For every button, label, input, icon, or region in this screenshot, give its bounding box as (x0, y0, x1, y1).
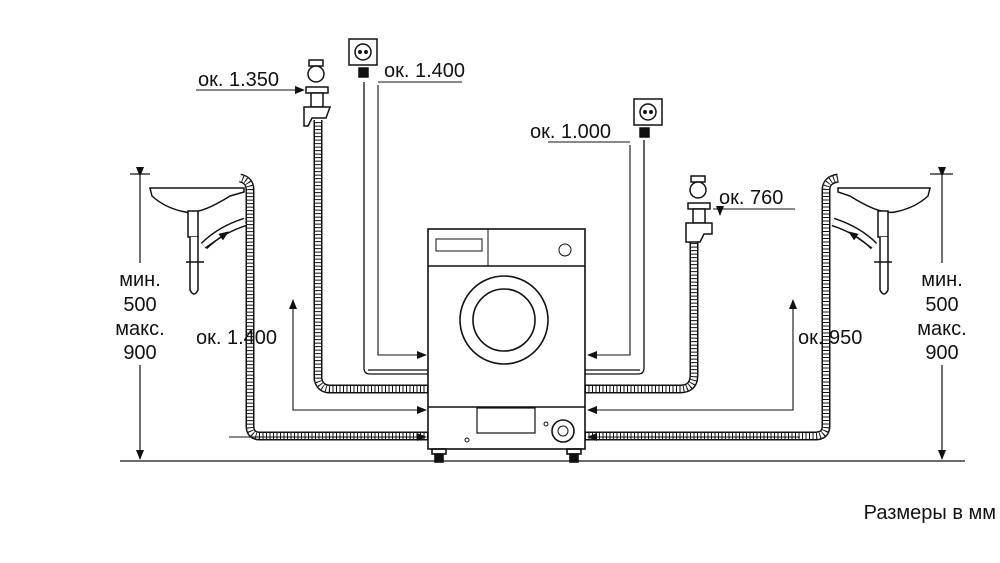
right-drain-hose (585, 173, 878, 441)
height-right-min: мин. (921, 269, 963, 291)
label-socket-right: ок. 1.000 (530, 121, 611, 143)
label-socket-left: ок. 1.400 (384, 60, 465, 82)
height-dimension-right (930, 167, 953, 460)
label-tap-right: ок. 760 (719, 187, 783, 209)
dimension-arrows (204, 85, 873, 441)
right-water-tap (685, 175, 713, 243)
left-water-tap (303, 59, 332, 127)
height-right-min-value: 500 (925, 294, 958, 316)
leader-lines (196, 81, 795, 210)
height-left-min-value: 500 (123, 294, 156, 316)
label-drain-left: ок. 1.400 (196, 327, 277, 349)
height-dimension-left (130, 167, 150, 460)
power-cables (363, 82, 645, 375)
washing-machine (427, 228, 586, 463)
right-sink (837, 187, 931, 295)
label-drain-right: ок. 950 (798, 327, 862, 349)
height-left-min: мин. (119, 269, 161, 291)
height-right-max-value: 900 (925, 342, 958, 364)
left-drain-hose (200, 120, 428, 441)
height-left-max-value: 900 (123, 342, 156, 364)
right-socket (633, 98, 663, 138)
units-note: Размеры в мм (863, 502, 996, 524)
label-tap-left: ок. 1.350 (198, 69, 279, 91)
left-socket (348, 38, 378, 78)
height-left-max: макс. (115, 318, 164, 340)
height-right-max: макс. (917, 318, 966, 340)
drum-door (459, 275, 549, 365)
left-sink (149, 187, 245, 295)
